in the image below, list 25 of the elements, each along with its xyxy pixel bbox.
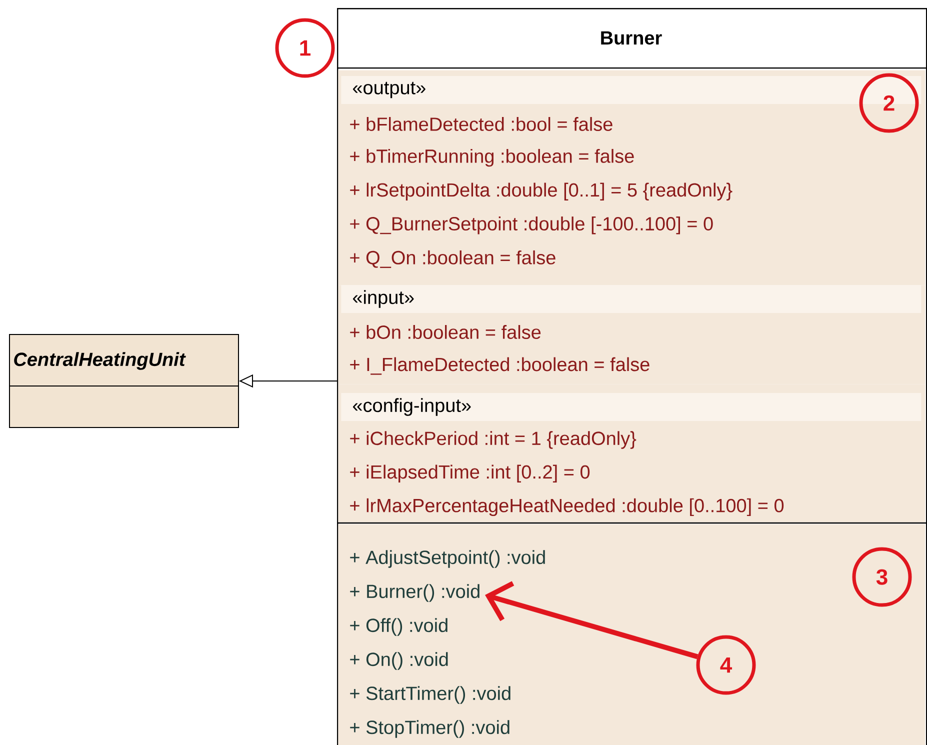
- callout-number: 1: [275, 18, 335, 78]
- operation-text: + AdjustSetpoint() :void: [350, 550, 545, 568]
- callout-number: 3: [852, 547, 912, 607]
- operation-text: + StartTimer() :void: [350, 686, 510, 704]
- attribute-text: + lrMaxPercentageHeatNeeded :double [0..100] = 0: [350, 498, 784, 516]
- attribute-text: + Q_BurnerSetpoint :double [-100..100] = 0: [350, 216, 713, 234]
- attribute-text: + bFlameDetected :bool = false: [350, 117, 612, 131]
- operation-text: + StopTimer() :void: [350, 720, 510, 738]
- callout-number: 4: [696, 635, 756, 695]
- attribute-text: + iElapsedTime :int [0..2] = 0: [350, 464, 590, 482]
- stereotype-label: «input»: [341, 285, 922, 313]
- attribute-text: + Q_On :boolean = false: [350, 250, 556, 268]
- attribute-text: + lrSetpointDelta :double [0..1] = 5 {readOnly}: [350, 182, 732, 200]
- attribute-text: + I_FlameDetected :boolean = false: [350, 357, 650, 375]
- attribute-text: + bOn :boolean = false: [350, 325, 541, 339]
- operation-text: + Burner() :void: [350, 584, 480, 602]
- attribute-text: + iCheckPeriod :int = 1 {readOnly}: [350, 431, 636, 449]
- class-name: CentralHeatingUnit: [14, 352, 186, 370]
- operation-text: + On() :void: [350, 652, 448, 670]
- callout-number: 2: [859, 73, 919, 133]
- stereotype-label: «config-input»: [341, 393, 922, 421]
- pointer-arrow: [485, 581, 698, 660]
- class-name: Burner: [601, 31, 662, 45]
- attribute-text: + bTimerRunning :boolean = false: [350, 148, 634, 167]
- operation-text: + Off() :void: [350, 618, 448, 636]
